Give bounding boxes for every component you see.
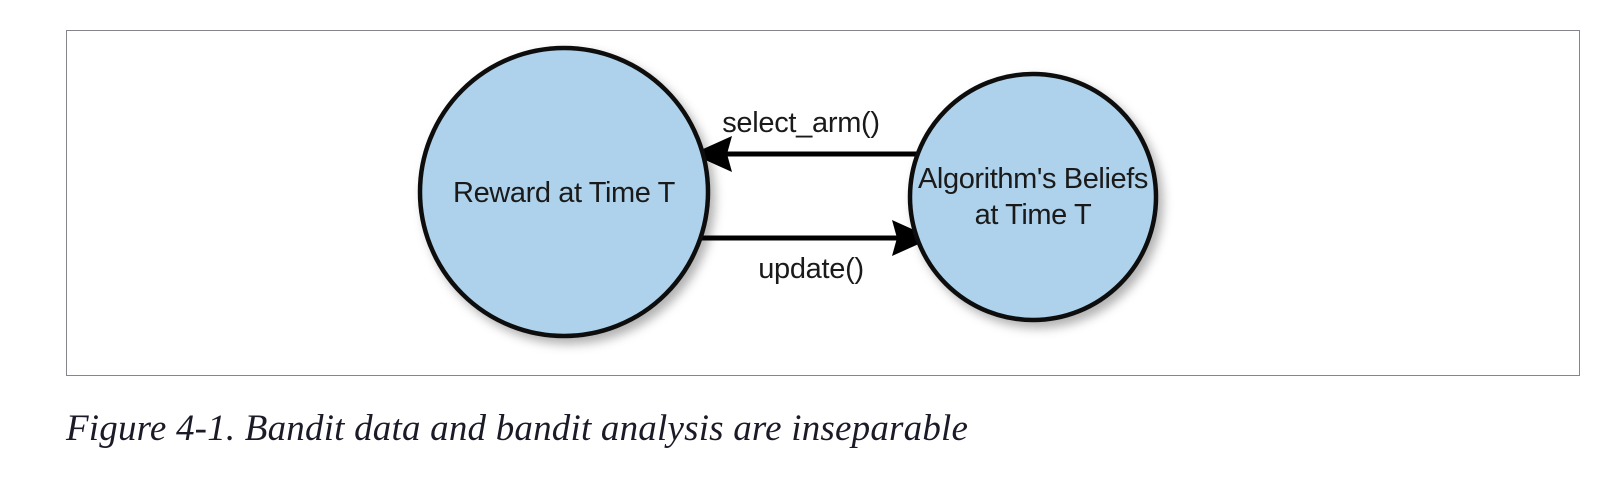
edge-select-arm[interactable]: select_arm() [692, 107, 930, 172]
node-reward[interactable]: Reward at Time T [417, 45, 711, 339]
edge-update[interactable]: update() [694, 220, 932, 285]
node-beliefs-label-line2: at Time T [975, 199, 1092, 231]
edge-select-arm-label: select_arm() [722, 107, 880, 139]
node-reward-label: Reward at Time T [453, 177, 676, 209]
node-beliefs[interactable]: Algorithm's Beliefs at Time T [907, 71, 1159, 323]
edge-update-label: update() [758, 253, 864, 285]
edge-update-arrowhead [892, 220, 932, 256]
bandit-cycle-diagram: select_arm() update() Reward at Time T A… [417, 45, 1159, 339]
figure-caption: Figure 4-1. Bandit data and bandit analy… [66, 408, 969, 449]
edge-select-arm-arrowhead [692, 136, 732, 172]
node-beliefs-label-line1: Algorithm's Beliefs [918, 163, 1148, 195]
figure-frame [66, 30, 1580, 376]
node-beliefs-shape [907, 71, 1159, 323]
node-reward-shape [417, 45, 711, 339]
